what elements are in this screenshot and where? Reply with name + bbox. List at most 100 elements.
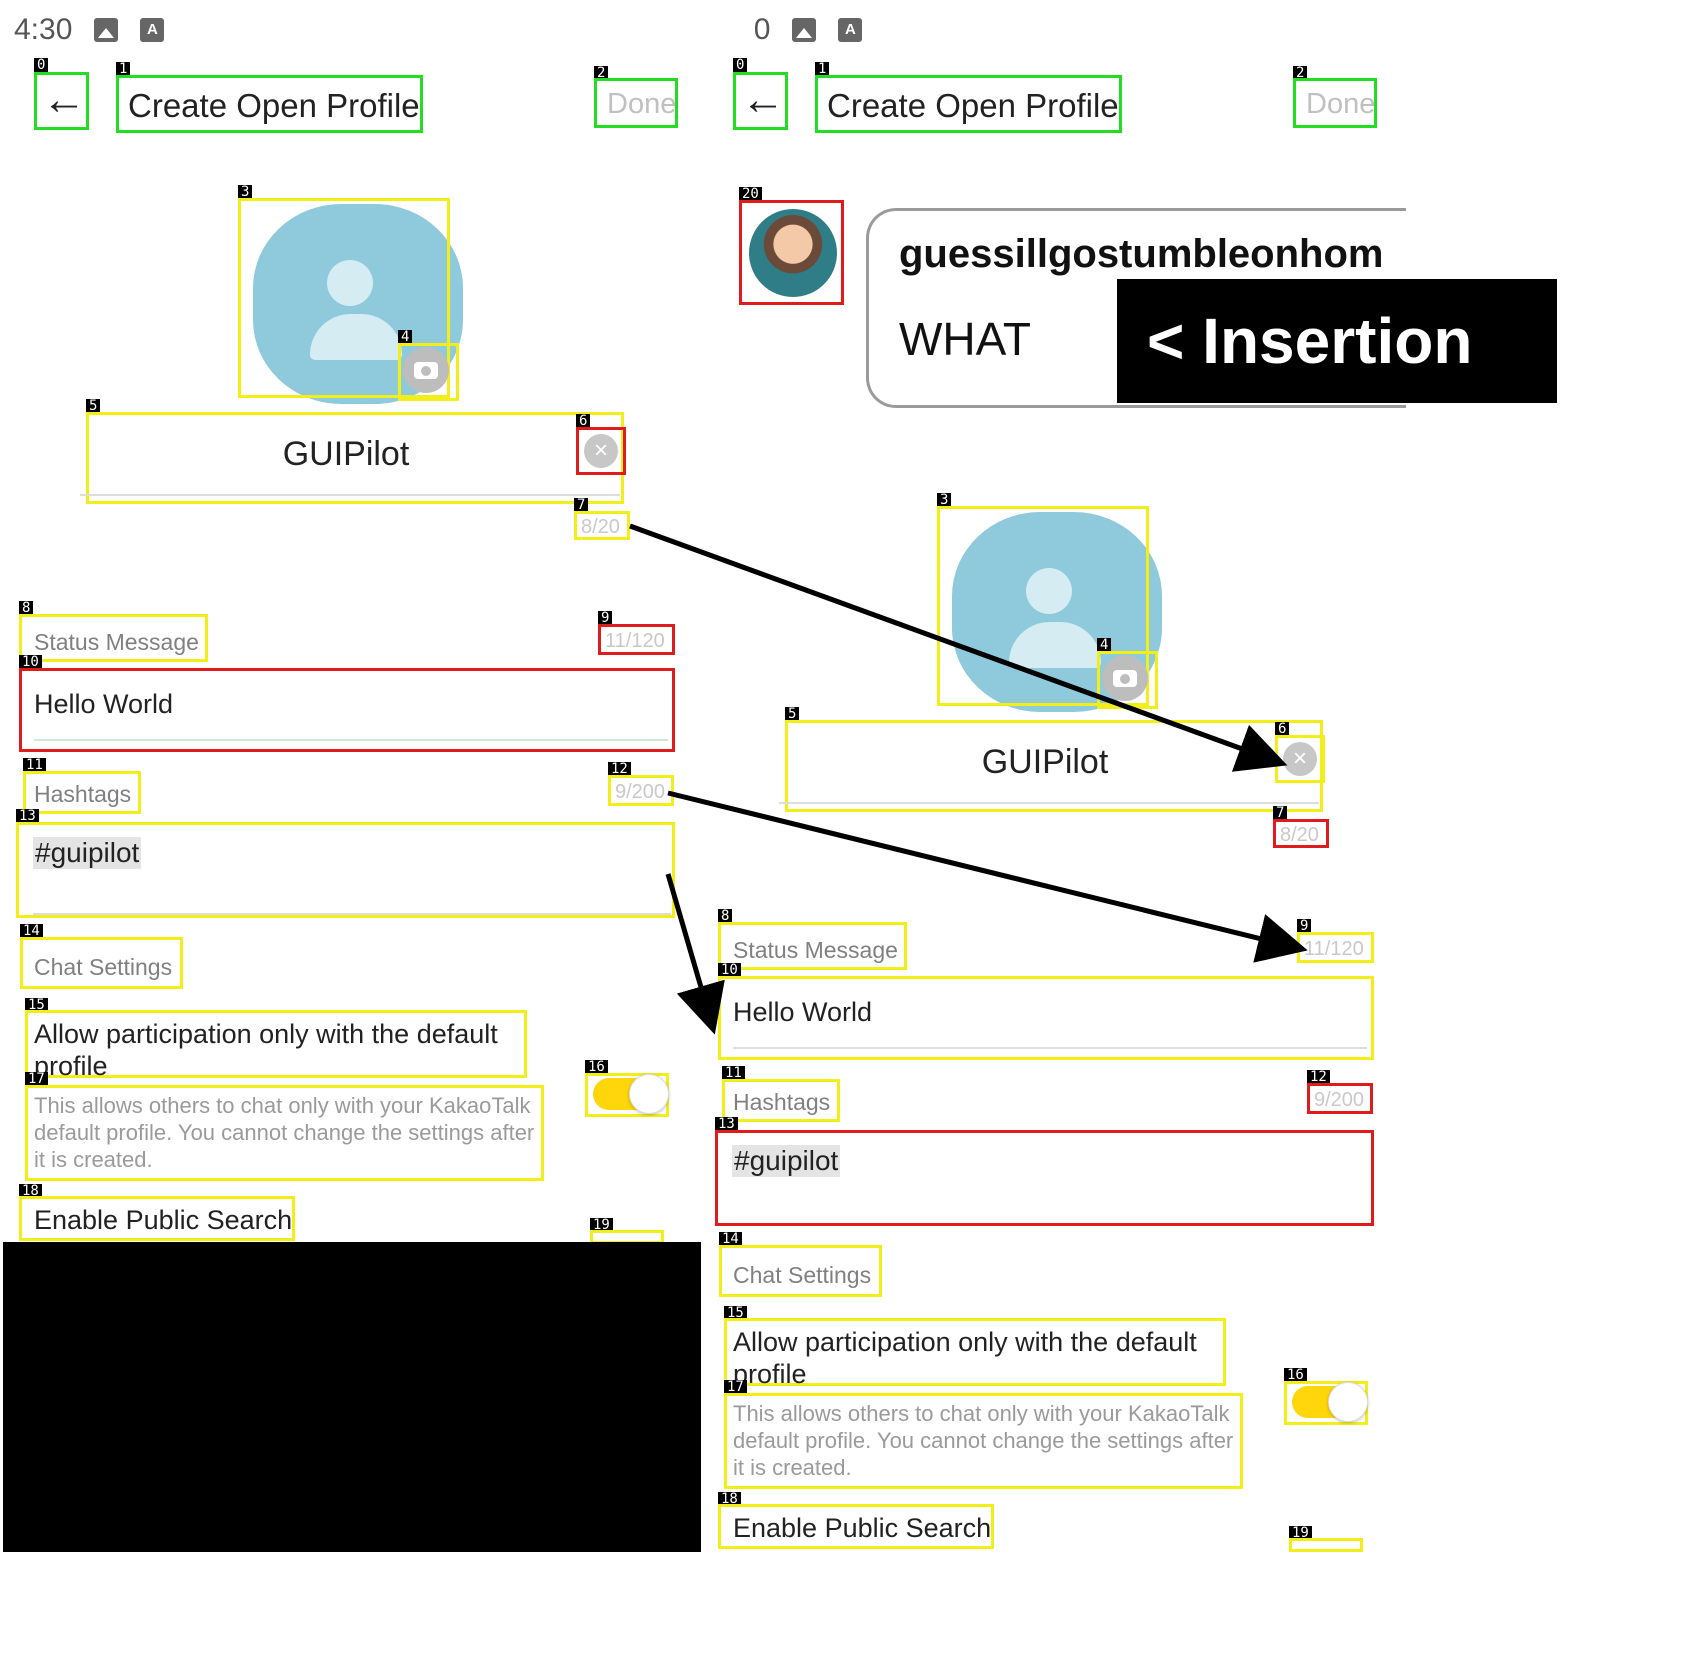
public-search-title: Enable Public Search xyxy=(733,1513,992,1543)
tag: 14 xyxy=(719,1232,742,1247)
tag: 3 xyxy=(238,185,253,200)
default-profile-desc-box: This allows others to chat only with you… xyxy=(25,1085,544,1181)
hashtag-chip[interactable]: #guipilot xyxy=(732,1145,841,1177)
name-counter-box: 8/20 xyxy=(574,511,630,540)
divider xyxy=(733,1047,1367,1049)
left-screenshot: 4:30 A 0 ← 1 Create Open Profile 2 Done … xyxy=(0,0,760,1663)
tag: 16 xyxy=(585,1060,608,1075)
status-counter-box: 11/120 xyxy=(1297,932,1374,963)
status-counter: 11/120 xyxy=(605,630,665,652)
name-value: GUIPilot xyxy=(981,743,1109,781)
divider xyxy=(80,494,620,496)
name-counter: 8/20 xyxy=(581,516,620,538)
status-time: 4:30 xyxy=(14,13,73,46)
camera-icon xyxy=(414,361,438,379)
public-search-box: Enable Public Search xyxy=(19,1196,295,1241)
default-profile-toggle[interactable] xyxy=(1292,1382,1368,1422)
tag: 2 xyxy=(594,66,609,81)
back-button[interactable]: ← xyxy=(733,72,788,130)
status-bar: 4:30 A xyxy=(14,10,165,50)
default-profile-title: Allow participation only with the defaul… xyxy=(34,1019,498,1081)
clear-icon[interactable]: × xyxy=(1283,742,1317,776)
status-value: Hello World xyxy=(34,689,174,719)
tag: 15 xyxy=(724,1306,747,1321)
divider xyxy=(33,913,671,915)
name-field[interactable] xyxy=(86,412,624,504)
status-label: Status Message xyxy=(733,937,898,963)
tag: 13 xyxy=(715,1117,738,1132)
divider xyxy=(34,739,668,741)
person-icon xyxy=(327,260,373,306)
camera-button[interactable] xyxy=(403,347,449,393)
name-counter: 8/20 xyxy=(1280,824,1319,846)
tag: 10 xyxy=(718,963,741,978)
hashtags-input[interactable]: #guipilot xyxy=(715,1130,1374,1226)
default-profile-desc: This allows others to chat only with you… xyxy=(733,1401,1234,1480)
text-icon: A xyxy=(838,18,863,42)
default-profile-toggle[interactable] xyxy=(593,1074,669,1114)
done-button[interactable]: Done xyxy=(594,78,678,128)
tag: 13 xyxy=(16,809,39,824)
public-search-title: Enable Public Search xyxy=(34,1205,293,1235)
clear-icon[interactable]: × xyxy=(584,434,618,468)
tag: 8 xyxy=(19,601,34,616)
hashtags-counter-box: 9/200 xyxy=(608,775,674,806)
done-button[interactable]: Done xyxy=(1293,78,1377,128)
hashtags-label-box: Hashtags xyxy=(23,771,141,814)
default-profile-title-box: Allow participation only with the defaul… xyxy=(724,1318,1226,1389)
status-input[interactable]: Hello World xyxy=(718,976,1374,1060)
default-profile-title: Allow participation only with the defaul… xyxy=(733,1327,1197,1389)
name-counter-box: 8/20 xyxy=(1273,819,1329,848)
default-profile-title-box: Allow participation only with the defaul… xyxy=(25,1010,527,1081)
status-value: Hello World xyxy=(733,997,873,1027)
gallery-icon xyxy=(94,18,119,42)
avatar-box xyxy=(238,198,450,398)
user-photo[interactable] xyxy=(749,209,837,297)
hashtags-label-box: Hashtags xyxy=(722,1079,840,1122)
chat-settings-label: Chat Settings xyxy=(733,1262,872,1288)
name-value: GUIPilot xyxy=(282,435,410,473)
page-title: Create Open Profile xyxy=(827,87,1119,124)
divider xyxy=(779,802,1319,804)
public-search-box: Enable Public Search xyxy=(718,1504,994,1549)
status-counter: 11/120 xyxy=(1304,938,1364,960)
page-title: Create Open Profile xyxy=(128,87,420,124)
done-label: Done xyxy=(1306,88,1376,120)
hashtags-label: Hashtags xyxy=(34,781,132,807)
tag: 20 xyxy=(739,187,762,202)
hashtags-counter-box: 9/200 xyxy=(1307,1083,1373,1114)
tag: 9 xyxy=(598,611,613,626)
tag: 11 xyxy=(23,758,46,773)
status-input[interactable]: Hello World xyxy=(19,668,675,752)
tag: 12 xyxy=(1307,1070,1330,1085)
hashtags-label: Hashtags xyxy=(733,1089,831,1115)
tag: 6 xyxy=(576,414,591,429)
tag: 5 xyxy=(86,399,101,414)
insertion-banner: < Insertion xyxy=(1117,279,1557,403)
hashtags-input[interactable]: #guipilot xyxy=(16,822,675,918)
hashtags-counter: 9/200 xyxy=(1314,1089,1365,1111)
default-profile-desc: This allows others to chat only with you… xyxy=(34,1093,535,1172)
tag: 1 xyxy=(116,62,131,77)
clear-box xyxy=(1275,735,1325,783)
camera-box xyxy=(398,343,459,401)
done-label: Done xyxy=(607,88,677,120)
status-label: Status Message xyxy=(34,629,199,655)
tag: 11 xyxy=(722,1066,745,1081)
public-search-toggle-box xyxy=(1289,1538,1363,1552)
tag: 19 xyxy=(590,1218,613,1233)
tag: 7 xyxy=(574,498,589,513)
tag: 0 xyxy=(733,58,748,73)
user-photo-box xyxy=(739,200,844,305)
bubble-message: WHAT xyxy=(899,313,1032,365)
tag: 17 xyxy=(25,1072,48,1087)
hashtags-counter: 9/200 xyxy=(615,781,666,803)
clear-box xyxy=(576,427,626,475)
hashtag-chip[interactable]: #guipilot xyxy=(33,837,142,869)
chat-settings-box: Chat Settings xyxy=(719,1245,882,1297)
title-box: Create Open Profile xyxy=(116,75,423,133)
status-label-box: Status Message xyxy=(19,614,208,662)
tag: 0 xyxy=(34,58,49,73)
chat-settings-label: Chat Settings xyxy=(34,954,173,980)
back-button[interactable]: ← xyxy=(34,72,89,130)
